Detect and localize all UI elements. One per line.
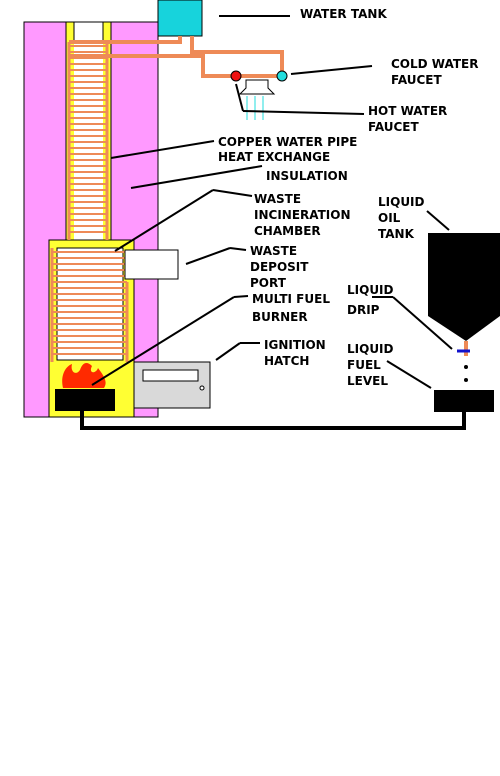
flue-opening <box>73 21 104 43</box>
cold-valve-icon <box>276 70 288 82</box>
waste-deposit-port <box>124 249 179 280</box>
ignition-window <box>142 369 199 382</box>
shower-head-icon <box>238 79 276 95</box>
leader-insulation <box>130 165 263 189</box>
liquid-oil-tank <box>428 233 500 341</box>
leader-hot-faucet <box>235 83 244 112</box>
leader-hot-faucet-2 <box>242 110 365 115</box>
leader-waste-chamber <box>114 189 214 252</box>
label-hot-faucet-line1: HOT WATER <box>368 104 447 118</box>
leader-copper-pipe <box>110 140 215 159</box>
label-insulation: INSULATION <box>266 169 348 183</box>
ignition-hatch <box>133 361 211 409</box>
hot-valve-icon <box>230 70 242 82</box>
label-oil-tank-line3: TANK <box>378 227 415 241</box>
leader-cold-faucet <box>290 65 373 75</box>
hot-feed-pipe <box>69 54 236 78</box>
label-ignition-line1: IGNITION <box>264 338 326 352</box>
label-liquid-drip-line2: DRIP <box>347 303 380 317</box>
label-waste-port-line2: DEPOSIT <box>250 260 309 274</box>
leader-waste-port <box>185 247 231 265</box>
label-ignition-line2: HATCH <box>264 354 309 368</box>
water-tank <box>157 0 203 37</box>
label-waste-chamber-line3: CHAMBER <box>254 224 321 238</box>
copper-coil-lower <box>52 251 127 355</box>
flame-icon <box>62 363 106 388</box>
drip-drop-1 <box>464 365 468 369</box>
ignition-knob-icon <box>199 385 205 391</box>
hot-pipe <box>69 36 182 44</box>
leader-waste-port-2 <box>229 247 247 251</box>
label-fuel-level-line3: LEVEL <box>347 374 388 388</box>
label-oil-tank-line2: OIL <box>378 211 401 225</box>
leader-oil-tank <box>426 210 450 231</box>
label-waste-port-line1: WASTE <box>250 244 297 258</box>
label-hot-faucet-line2: FAUCET <box>368 120 419 134</box>
label-water-tank: WATER TANK <box>300 7 387 21</box>
leader-burner <box>91 296 235 386</box>
leader-liquid-drip-2 <box>392 296 453 350</box>
cold-feed-pipe <box>190 36 284 76</box>
leader-burner-2 <box>233 295 249 298</box>
label-burner-line1: MULTI FUEL <box>252 292 330 306</box>
leader-fuel-level <box>386 360 432 389</box>
label-fuel-level-line2: FUEL <box>347 358 381 372</box>
label-waste-chamber-line2: INCINERATION <box>254 208 351 222</box>
label-burner-line2: BURNER <box>252 310 308 324</box>
label-fuel-level-line1: LIQUID <box>347 342 394 356</box>
label-oil-tank-line1: LIQUID <box>378 195 425 209</box>
leader-waste-chamber-2 <box>212 189 253 197</box>
label-waste-port-line3: PORT <box>250 276 287 290</box>
fuel-line <box>80 411 466 430</box>
label-liquid-drip-line1: LIQUID <box>347 283 394 297</box>
label-waste-chamber-line1: WASTE <box>254 192 301 206</box>
label-copper-pipe-line1: COPPER WATER PIPE <box>218 135 357 149</box>
multi-fuel-burner <box>55 389 115 411</box>
label-cold-faucet-line1: COLD WATER <box>391 57 478 71</box>
liquid-fuel-level <box>434 390 494 412</box>
label-cold-faucet-line2: FAUCET <box>391 73 442 87</box>
drip-drop-2 <box>464 378 468 382</box>
leader-ignition <box>215 342 241 361</box>
label-copper-pipe-line2: HEAT EXCHANGE <box>218 150 330 164</box>
